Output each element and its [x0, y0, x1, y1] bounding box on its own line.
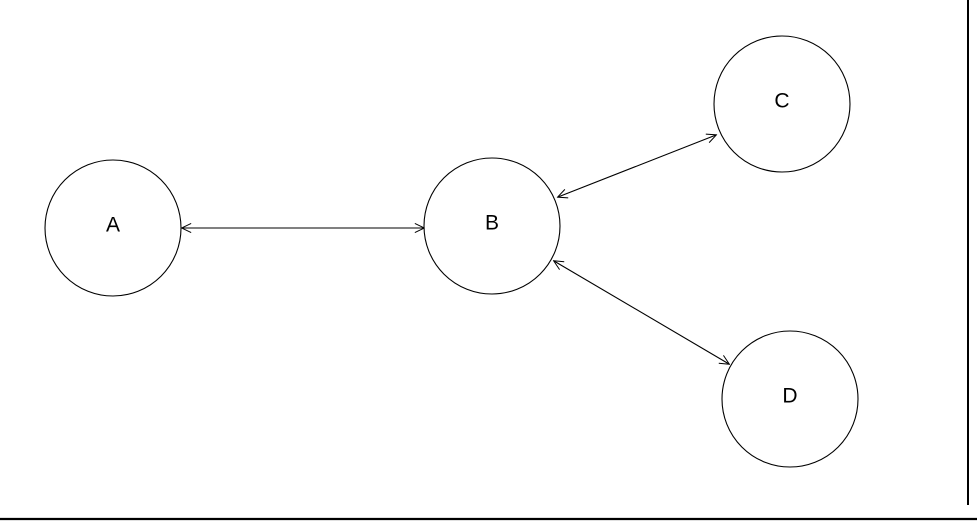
- node-b-circle[interactable]: [423, 157, 561, 295]
- node-layer: A B C D: [44, 35, 859, 468]
- node-a[interactable]: A: [44, 159, 182, 297]
- edge-b-c[interactable]: [558, 135, 716, 197]
- edge-b-d[interactable]: [554, 261, 729, 364]
- node-b-label: B: [485, 212, 499, 235]
- node-d[interactable]: D: [721, 330, 859, 468]
- node-a-label: A: [106, 214, 120, 237]
- node-c-label: C: [774, 90, 789, 113]
- node-b[interactable]: B: [423, 157, 561, 295]
- node-d-label: D: [782, 385, 797, 408]
- node-d-circle[interactable]: [721, 330, 859, 468]
- node-a-circle[interactable]: [44, 159, 182, 297]
- edge-layer: [182, 135, 729, 364]
- node-c-circle[interactable]: [713, 35, 851, 173]
- node-c[interactable]: C: [713, 35, 851, 173]
